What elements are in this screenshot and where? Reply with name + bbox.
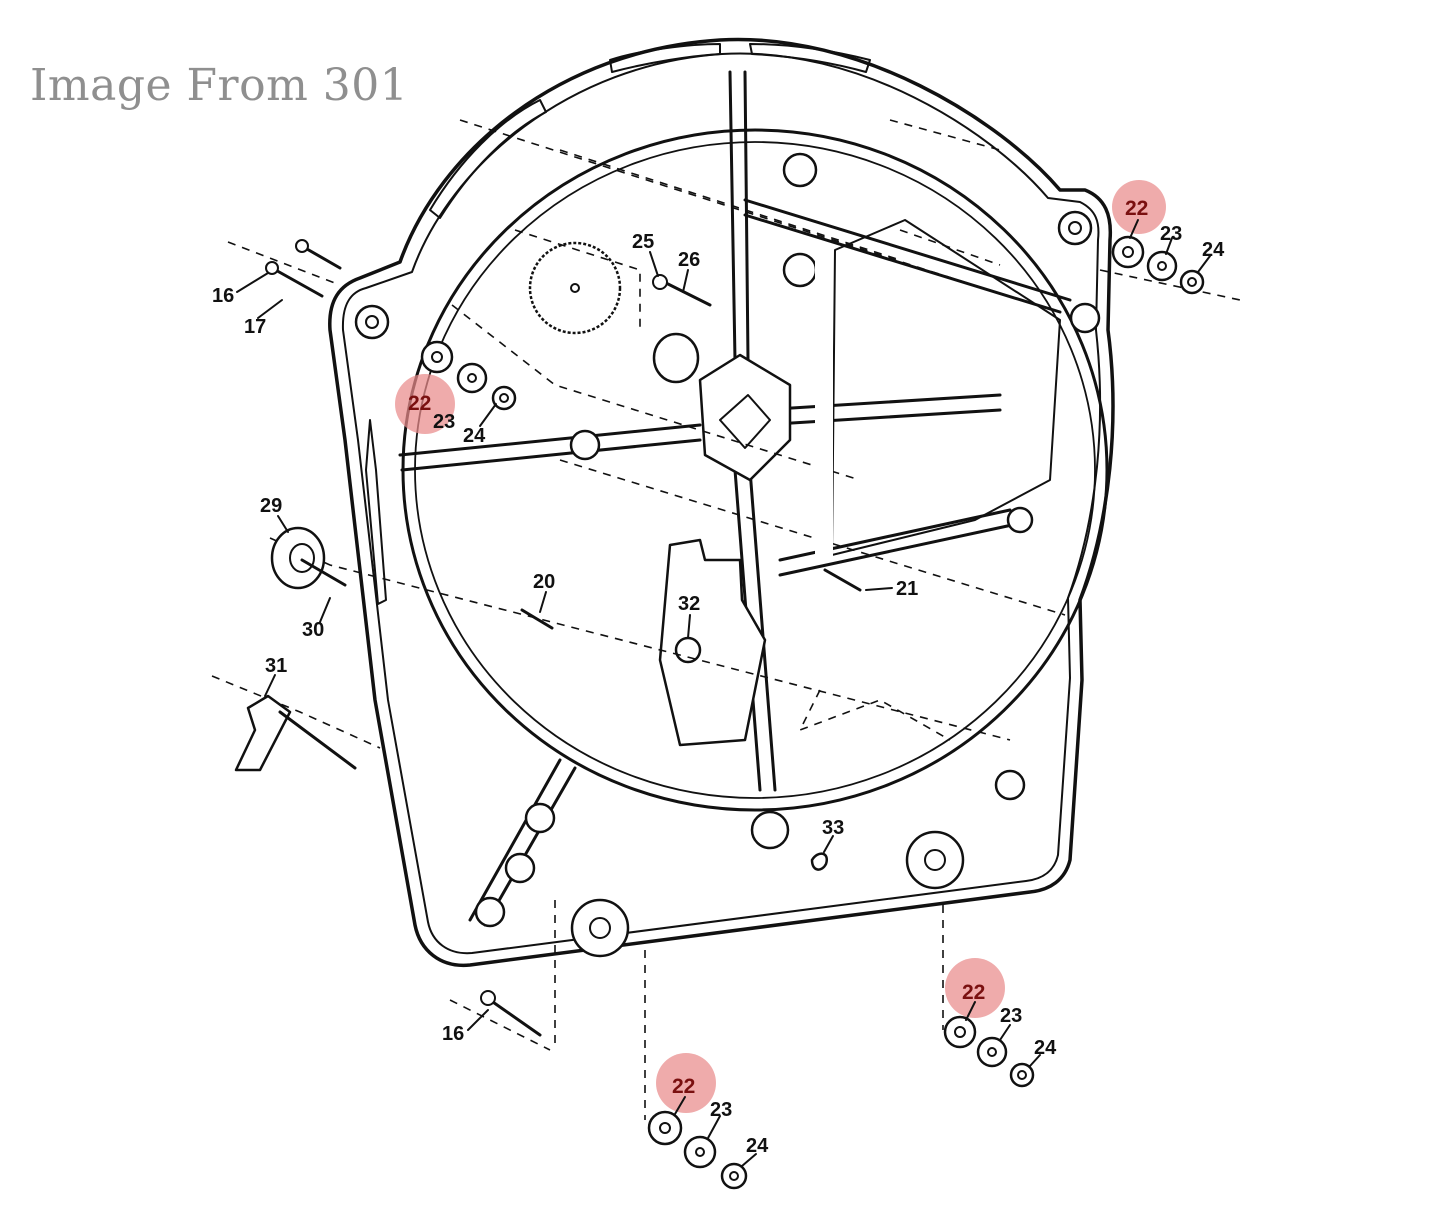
part-label-23: 23 bbox=[1000, 1005, 1022, 1027]
label-leaders bbox=[236, 219, 1211, 1167]
part-label-16: 16 bbox=[442, 1023, 464, 1045]
part-label-17: 17 bbox=[244, 316, 266, 338]
part-label-23: 23 bbox=[1160, 223, 1182, 245]
part-label-24: 24 bbox=[1034, 1037, 1057, 1059]
part-label-33: 33 bbox=[822, 817, 844, 839]
washer-group-left bbox=[420, 340, 517, 411]
part-label-23: 23 bbox=[433, 411, 455, 433]
part-label-32: 32 bbox=[678, 593, 700, 615]
part-label-24: 24 bbox=[1202, 239, 1225, 261]
highlight-marker bbox=[1112, 180, 1166, 234]
highlighted-label-22: 22 bbox=[1125, 197, 1148, 220]
highlight-marker bbox=[945, 958, 1005, 1018]
highlight-marker bbox=[656, 1053, 716, 1113]
part-label-31: 31 bbox=[265, 655, 287, 677]
highlighted-label-22: 22 bbox=[962, 981, 985, 1004]
loose-parts bbox=[234, 235, 1205, 1190]
part-number-labels: 16 17 25 26 23 24 29 30 20 32 21 31 33 1… bbox=[212, 223, 1225, 1157]
assembly-lines bbox=[211, 119, 1241, 1120]
part-label-26: 26 bbox=[678, 249, 700, 271]
highlight-marker bbox=[395, 374, 455, 434]
highlights bbox=[395, 180, 1166, 1113]
part-label-24: 24 bbox=[746, 1135, 769, 1157]
watermark-text: Image From 301 bbox=[30, 60, 409, 111]
part-label-24: 24 bbox=[463, 425, 486, 447]
part-label-25: 25 bbox=[632, 231, 654, 253]
part-label-30: 30 bbox=[302, 619, 324, 641]
highlighted-part-labels: 22 22 22 22 bbox=[408, 197, 1148, 1098]
washer-group-bottom bbox=[647, 1110, 748, 1190]
part-label-16: 16 bbox=[212, 285, 234, 307]
highlighted-label-22: 22 bbox=[672, 1075, 695, 1098]
chassis-frame bbox=[328, 37, 1115, 968]
part-label-21: 21 bbox=[896, 578, 918, 600]
washer-group-bottom-right bbox=[943, 1015, 1035, 1088]
highlighted-label-22: 22 bbox=[408, 392, 431, 415]
washer-group-top-right bbox=[1111, 235, 1205, 295]
part-label-29: 29 bbox=[260, 495, 282, 517]
part-label-23: 23 bbox=[710, 1099, 732, 1121]
part-label-20: 20 bbox=[533, 571, 555, 593]
